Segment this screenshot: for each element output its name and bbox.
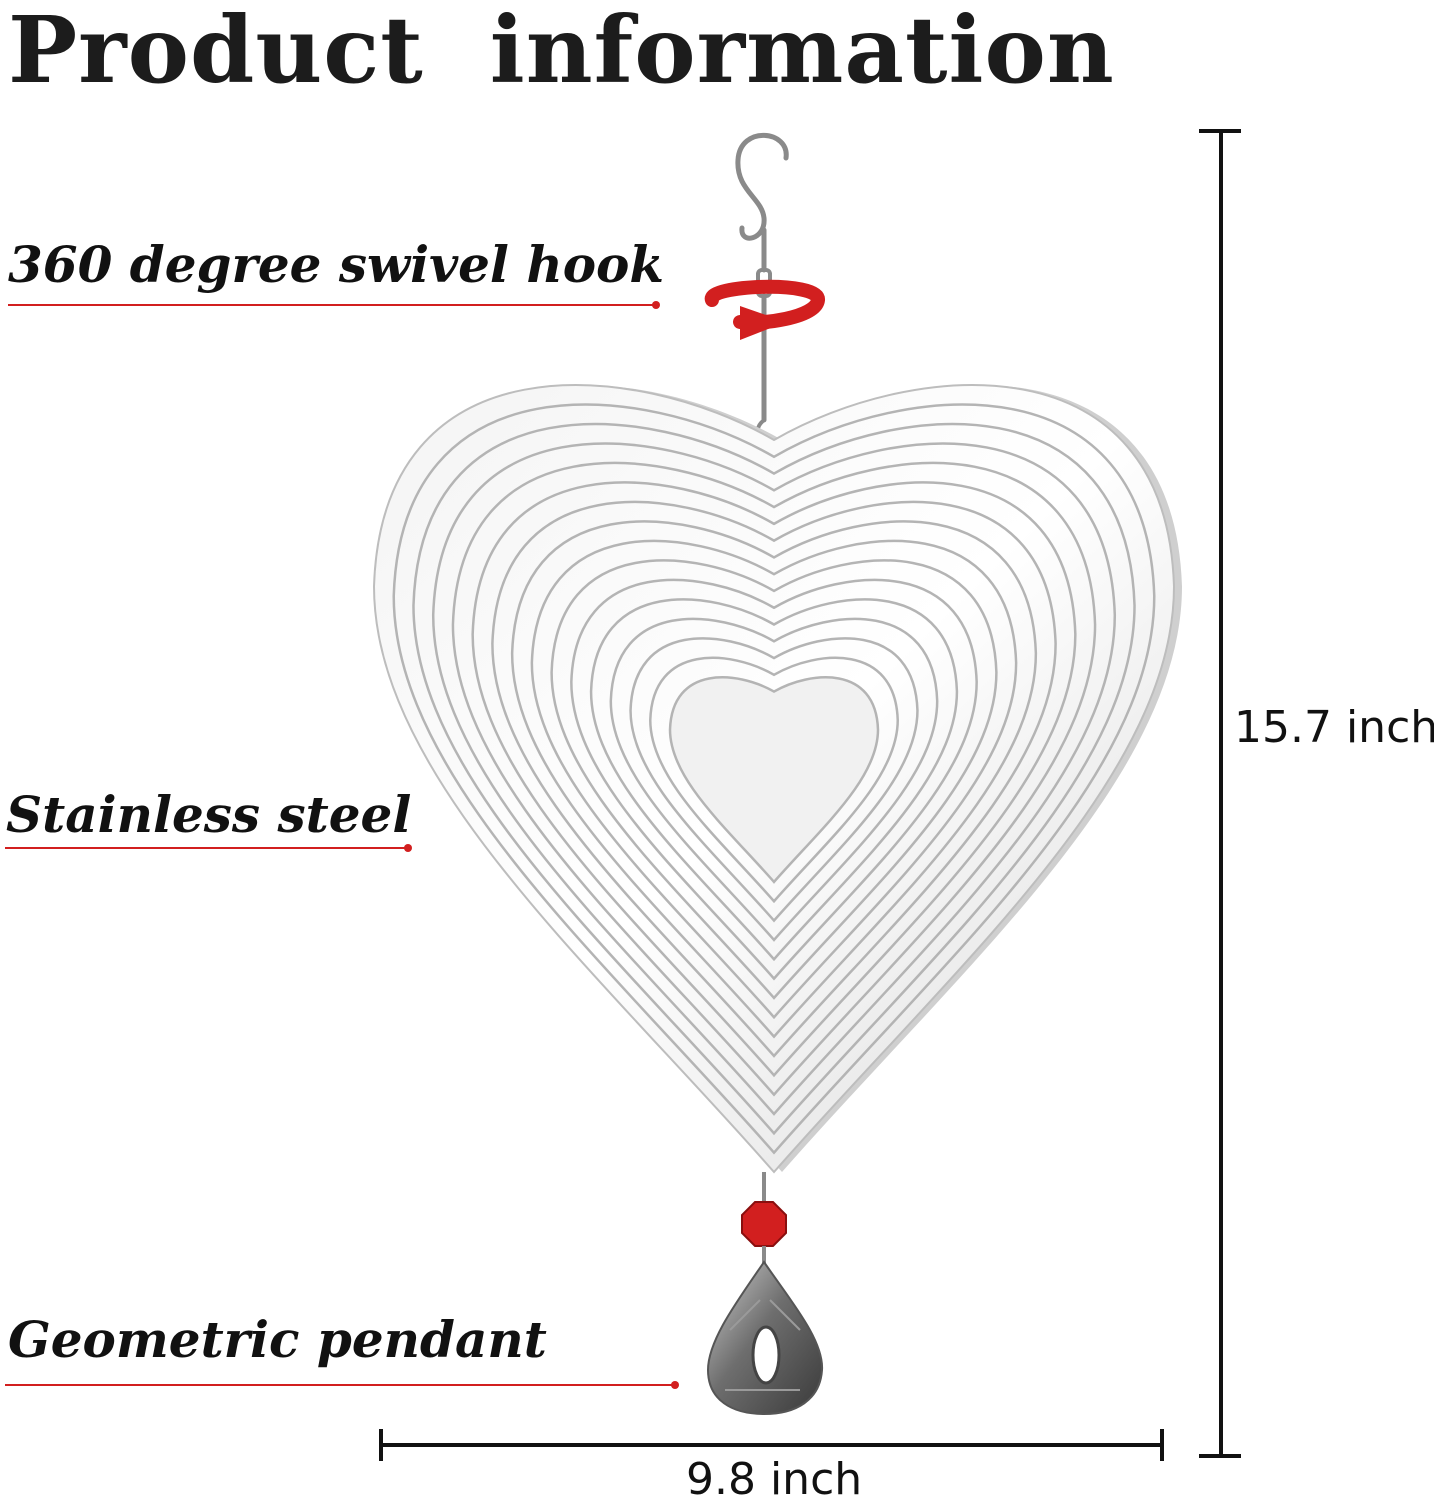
heart-ring <box>550 559 998 1000</box>
height-label: 15.7 inch <box>1234 702 1434 753</box>
heart-ring <box>530 539 1018 1020</box>
callout-pendant: Geometric pendant <box>8 1310 547 1369</box>
callout-hook: 360 degree swivel hook <box>8 235 665 294</box>
heart-ring <box>629 637 919 923</box>
page-title: Product information <box>8 0 1115 104</box>
callout-lines <box>5 301 679 1389</box>
heart-ring <box>649 656 899 904</box>
rotation-arrow-icon <box>705 279 825 340</box>
heart-ring <box>668 676 880 884</box>
pendant-icon <box>706 1172 824 1416</box>
heart-ring <box>431 442 1117 1116</box>
heart-ring <box>570 578 978 981</box>
heart-ring <box>609 617 939 942</box>
heart-ring <box>392 403 1156 1155</box>
heart-ring <box>510 520 1038 1039</box>
heart-ring <box>412 422 1136 1136</box>
heart-ring <box>471 481 1077 1078</box>
heart-ring <box>491 500 1057 1058</box>
width-dimension-line <box>379 1429 1164 1461</box>
callout-material: Stainless steel <box>6 785 412 844</box>
heart-spinner <box>372 384 1182 1174</box>
heart-ring <box>451 461 1097 1097</box>
width-label: 9.8 inch <box>686 1454 863 1505</box>
heart-ring <box>589 598 959 962</box>
height-dimension-line <box>1199 129 1241 1458</box>
